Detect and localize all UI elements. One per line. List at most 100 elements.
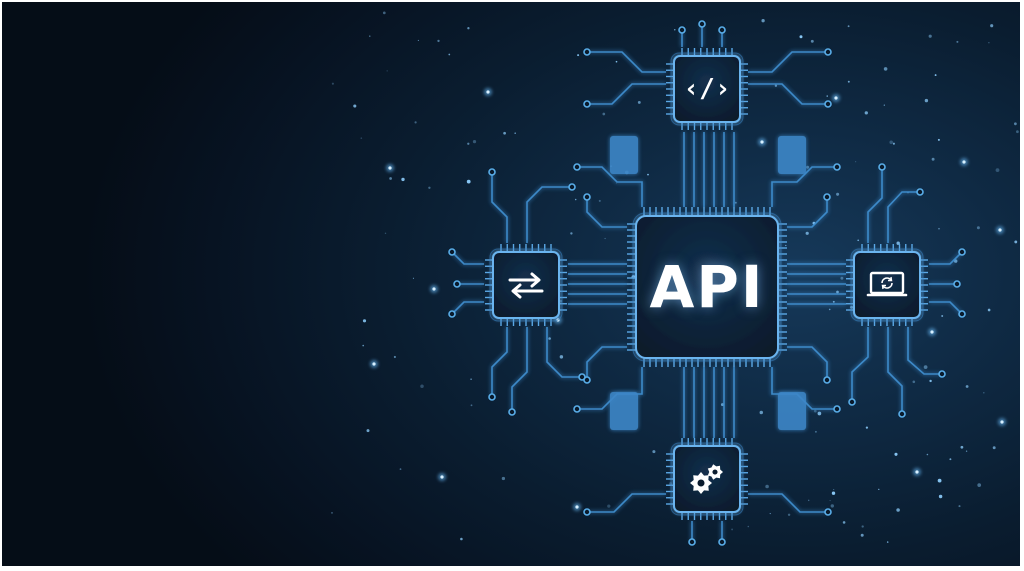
star-particle (923, 365, 928, 369)
star-particle (832, 300, 835, 303)
circuit-traces (451, 24, 963, 542)
star-particle (652, 450, 656, 454)
trace-end-dot (823, 376, 831, 384)
star-particle (671, 77, 673, 79)
star-particle (829, 500, 831, 502)
star-particle (861, 525, 864, 528)
star-particle (417, 39, 419, 41)
circuit-pads (448, 20, 966, 546)
star-particle (559, 355, 564, 359)
trace-end-dot (448, 248, 456, 256)
bright-star (486, 90, 490, 94)
star-particle (826, 95, 828, 97)
trace-end-dot (583, 508, 591, 516)
star-particle (814, 430, 817, 433)
trace-end-dot (488, 393, 496, 401)
star-particle (949, 458, 952, 461)
star-particle (472, 139, 477, 144)
star-particle (926, 453, 929, 456)
star-particle (929, 379, 932, 383)
star-particle (428, 186, 431, 189)
star-particle (353, 104, 357, 108)
circuit-trace (587, 51, 666, 73)
circuit-trace (748, 493, 828, 513)
star-particle (894, 452, 898, 456)
star-particle (938, 494, 943, 499)
trace-end-dot (898, 410, 906, 418)
star-particle (731, 528, 734, 531)
star-particle (647, 173, 649, 176)
star-particle (615, 60, 618, 63)
star-particle (420, 384, 424, 388)
star-particle (799, 35, 803, 39)
circuit-trace (887, 327, 903, 414)
star-particle (503, 131, 506, 135)
star-particle (382, 11, 386, 15)
circuit-trace (586, 197, 627, 228)
trace-end-dot (583, 376, 591, 384)
star-particle (774, 84, 778, 87)
right-chip (853, 251, 921, 319)
star-particle (934, 74, 937, 77)
trace-end-dot (583, 100, 591, 108)
star-particle (362, 319, 367, 323)
left-chip (492, 251, 560, 319)
top-chip (673, 55, 741, 123)
trace-end-dot (718, 26, 726, 34)
star-particle (1014, 240, 1018, 244)
star-particle (401, 177, 405, 182)
component-pad (610, 392, 638, 430)
star-particle (1016, 130, 1019, 134)
star-particle (761, 19, 765, 23)
star-particle (992, 446, 996, 450)
star-particle (965, 450, 968, 452)
trace-end-dot (583, 48, 591, 56)
circuit-trace (491, 172, 508, 243)
trace-end-dot (953, 280, 961, 288)
star-particle (470, 378, 472, 381)
star-particle (559, 299, 563, 303)
star-particle (883, 104, 885, 106)
monitor-sync-icon (854, 252, 920, 318)
star-particle (414, 121, 417, 124)
circuit-trace (491, 327, 508, 397)
circuit-trace (577, 166, 643, 207)
star-particle (842, 521, 846, 524)
trace-end-dot (573, 405, 581, 413)
trace-end-dot (824, 100, 832, 108)
star-particle (384, 232, 387, 235)
bright-star (915, 470, 919, 474)
bright-star (575, 505, 579, 509)
trace-end-dot (568, 183, 576, 191)
star-particle (734, 201, 737, 204)
star-particle (912, 380, 916, 384)
bright-star (440, 475, 444, 479)
star-particle (878, 488, 880, 491)
star-particle (840, 276, 844, 280)
star-particle (331, 82, 334, 85)
star-particle (990, 24, 994, 28)
star-particle (836, 192, 840, 196)
trace-end-dot (453, 280, 461, 288)
circuit-trace (887, 191, 920, 243)
star-particle (574, 198, 577, 201)
star-particle (830, 504, 834, 508)
star-particle (602, 112, 606, 116)
trace-end-dot (488, 168, 496, 176)
star-particle (466, 179, 471, 184)
circuit-trace (546, 327, 582, 378)
star-particle (467, 142, 470, 145)
exchange-arrows-icon (493, 252, 559, 318)
star-particle (956, 40, 959, 43)
gear-hole (712, 469, 718, 475)
star-particle (892, 142, 895, 145)
star-particle (836, 290, 839, 294)
star-particle (570, 232, 573, 235)
star-particle (983, 391, 985, 394)
trace-end-dot (718, 538, 726, 546)
circuit-trace (929, 301, 963, 315)
trace-end-dot (958, 248, 966, 256)
star-particle (987, 308, 991, 312)
star-particles (331, 11, 1019, 543)
circuit-trace (771, 166, 837, 207)
